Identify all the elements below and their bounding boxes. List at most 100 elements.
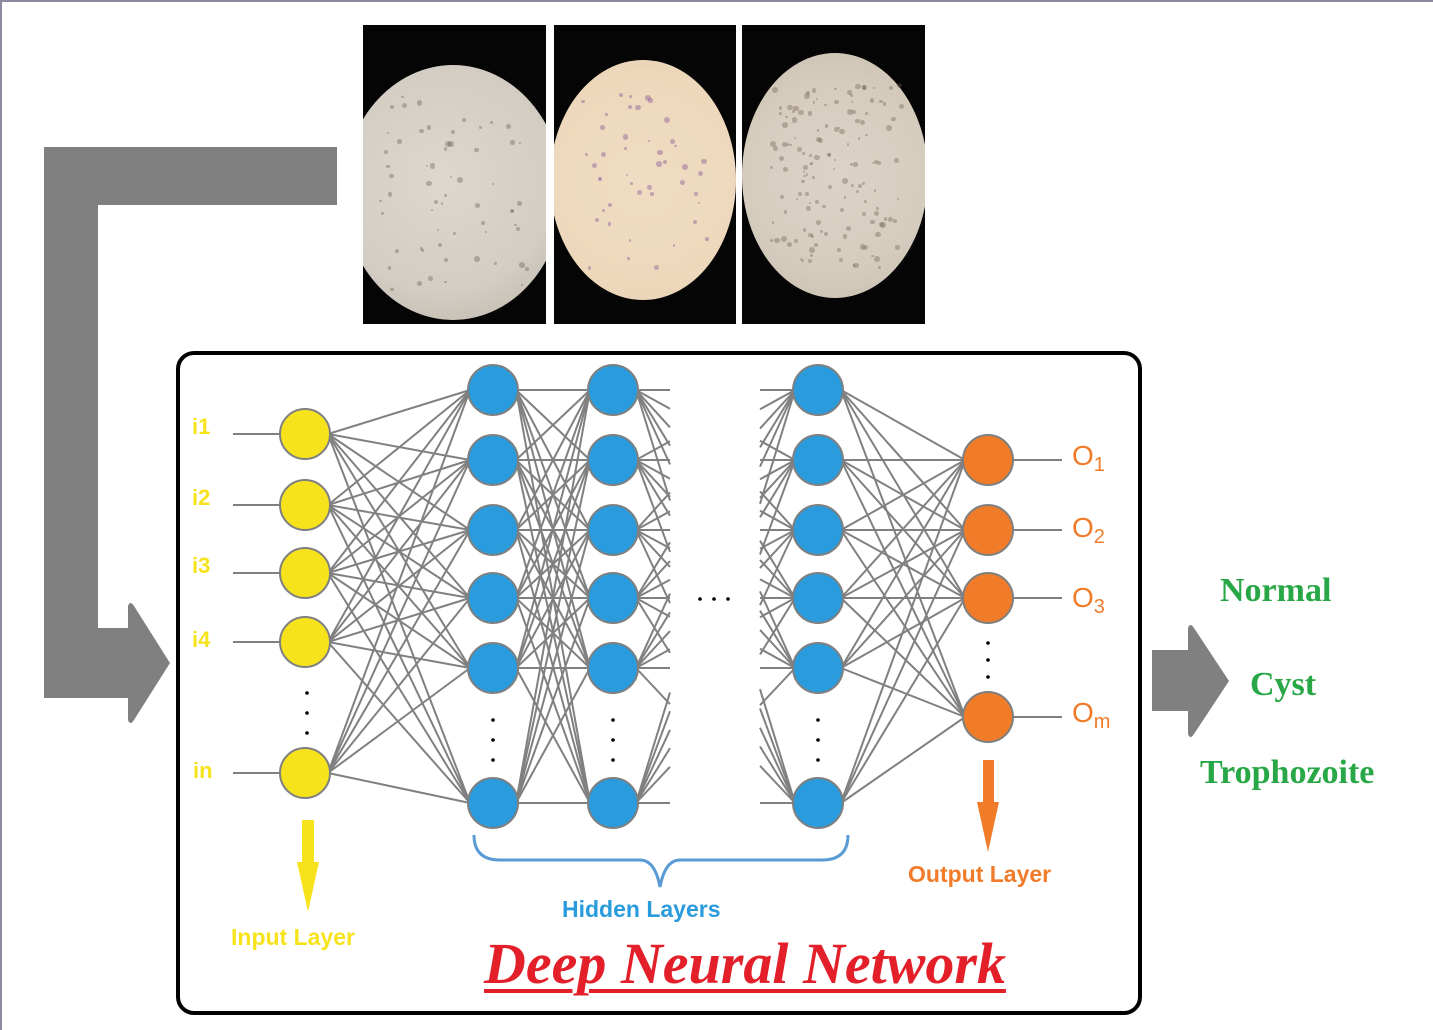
edge-gap-hidden	[759, 745, 796, 804]
microscope-speck	[492, 183, 495, 186]
hidden-node	[792, 572, 844, 624]
microscope-speck	[682, 163, 689, 170]
microscope-speck	[791, 110, 795, 113]
microscope-speck	[852, 262, 859, 269]
microscope-speck	[802, 227, 807, 232]
microscope-speck	[628, 239, 632, 242]
layer-ellipsis-dot	[726, 597, 730, 601]
edge-hidden-hidden	[515, 529, 591, 804]
input-label-4: i4	[192, 627, 211, 652]
microscope-speck	[389, 173, 394, 179]
microscope-speck	[444, 193, 448, 197]
input-node	[279, 408, 331, 460]
microscope-speck	[473, 256, 480, 263]
microscope-speck	[787, 241, 793, 247]
microscope-speck	[855, 118, 860, 124]
microscope-speck	[601, 208, 606, 213]
hidden-ellipsis-dot	[816, 758, 820, 762]
microscope-speck	[880, 222, 887, 229]
edge-hidden-gap	[635, 459, 671, 517]
microscope-speck	[873, 189, 877, 192]
edge-hidden-gap	[635, 440, 671, 461]
microscope-speck	[807, 111, 813, 116]
output-node	[962, 691, 1014, 743]
edge-input-hidden	[327, 459, 471, 643]
microscope-speck	[516, 201, 523, 207]
microscope-speck	[791, 117, 798, 123]
edge-gap-hidden	[759, 597, 796, 619]
edge-input-hidden	[327, 529, 471, 643]
microscope-speck	[806, 91, 811, 95]
microscope-speck	[386, 131, 389, 135]
microscope-speck	[888, 85, 894, 91]
edge-hidden-gap	[635, 630, 671, 669]
microscope-speck	[674, 144, 678, 148]
output-node	[962, 434, 1014, 486]
hidden-layers-label: Hidden Layers	[562, 896, 721, 922]
edge-hidden-gap	[635, 510, 671, 531]
microscope-speck	[823, 231, 828, 236]
microscope-speck	[861, 84, 867, 90]
microscope-speck	[380, 211, 384, 216]
microscope-speck	[799, 258, 802, 261]
microscope-speck	[770, 141, 776, 147]
edge-hidden-hidden	[515, 389, 591, 531]
microscope-speck	[599, 177, 602, 180]
edge-gap-hidden	[759, 389, 796, 448]
microscope-speck	[625, 173, 629, 177]
output-label-base: O	[1072, 440, 1094, 471]
microscope-speck	[663, 116, 670, 123]
microscope-speck	[490, 121, 494, 125]
microscope-speck	[654, 264, 660, 270]
edge-gap-hidden	[759, 509, 796, 531]
edge-hidden-gap	[635, 459, 671, 553]
layer-ellipsis-dot	[712, 597, 716, 601]
hidden-ellipsis-dot	[611, 718, 615, 722]
microscope-speck	[426, 180, 432, 187]
microscope-speck	[783, 166, 789, 172]
microscope-speck	[843, 196, 847, 200]
microscope-speck	[894, 157, 900, 163]
microscope-speck	[877, 265, 882, 269]
edge-hidden-gap	[635, 529, 671, 604]
microscope-speck	[847, 90, 853, 96]
edge-hidden-gap	[635, 389, 671, 447]
microscope-field	[554, 60, 736, 300]
output-layer-arrow	[977, 760, 999, 852]
microscope-speck	[808, 201, 812, 205]
microscope-speck	[886, 125, 893, 131]
microscope-speck	[789, 143, 792, 147]
output-label-base: O	[1072, 582, 1094, 613]
edge-gap-hidden	[759, 597, 796, 656]
microscope-speck	[887, 216, 893, 222]
input-node	[279, 547, 331, 599]
microscope-speck	[797, 191, 803, 196]
hidden-ellipsis-dot	[491, 718, 495, 722]
microscope-speck	[872, 162, 875, 165]
microscope-speck	[877, 161, 881, 165]
microscope-speck	[608, 222, 612, 226]
microscope-speck	[421, 248, 425, 252]
microscope-speck	[857, 183, 863, 188]
microscope-speck	[385, 164, 390, 169]
microscope-speck	[859, 243, 866, 250]
microscope-speck	[387, 266, 392, 270]
microscope-speck	[879, 99, 883, 104]
microscope-speck	[395, 249, 400, 254]
edge-input-hidden	[327, 641, 471, 669]
edge-gap-hidden	[759, 439, 796, 461]
microscope-speck	[474, 203, 480, 209]
hidden-ellipsis-dot	[816, 718, 820, 722]
microscope-speck	[771, 221, 775, 224]
microscope-speck	[778, 105, 783, 110]
edge-hidden-output	[840, 459, 966, 669]
edge-input-hidden	[327, 459, 471, 774]
microscope-speck	[595, 218, 600, 223]
microscope-speck	[807, 259, 812, 264]
microscope-speck	[462, 117, 467, 122]
class-label-trophozoite: Trophozoite	[1200, 754, 1375, 791]
nodes-group	[279, 364, 1014, 829]
edge-input-hidden	[327, 667, 471, 774]
microscope-speck	[814, 154, 820, 160]
hidden-node	[587, 572, 639, 624]
